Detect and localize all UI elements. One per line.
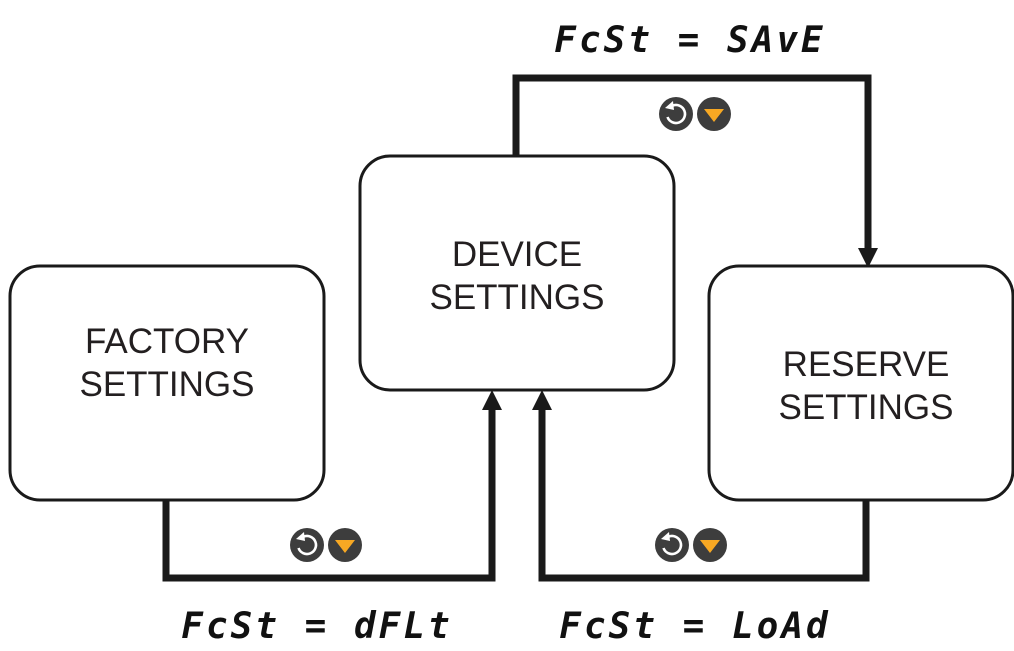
arrow-down-icon <box>693 528 727 562</box>
device-settings-line2: SETTINGS <box>429 278 604 317</box>
default-connector <box>162 408 496 582</box>
load-connector <box>538 408 870 582</box>
factory-settings-line1: FACTORY <box>85 322 249 361</box>
device-settings-box: DEVICE SETTINGS <box>358 154 676 392</box>
save-label: FcSt = SAvE <box>554 20 825 61</box>
default-arrowhead <box>482 390 502 410</box>
load-arrowhead <box>532 390 552 410</box>
arrow-down-icon <box>697 97 731 131</box>
arrow-down-icon <box>328 528 362 562</box>
reserve-settings-box: RESERVE SETTINGS <box>707 264 1014 502</box>
default-label: FcSt = dFLt <box>181 606 452 647</box>
save-connector <box>512 74 872 250</box>
save-icon-pair <box>659 97 731 131</box>
factory-settings-line2: SETTINGS <box>79 365 254 404</box>
reserve-settings-line1: RESERVE <box>783 345 950 384</box>
load-label: FcSt = LoAd <box>559 606 830 647</box>
load-icon-pair <box>655 528 727 562</box>
reserve-settings-line2: SETTINGS <box>778 388 953 427</box>
device-settings-line1: DEVICE <box>452 235 582 274</box>
save-arrowhead <box>858 248 878 268</box>
factory-settings-box: FACTORY SETTINGS <box>8 264 326 502</box>
cycle-icon <box>290 528 324 562</box>
default-icon-pair <box>290 528 362 562</box>
cycle-icon <box>655 528 689 562</box>
cycle-icon <box>659 97 693 131</box>
